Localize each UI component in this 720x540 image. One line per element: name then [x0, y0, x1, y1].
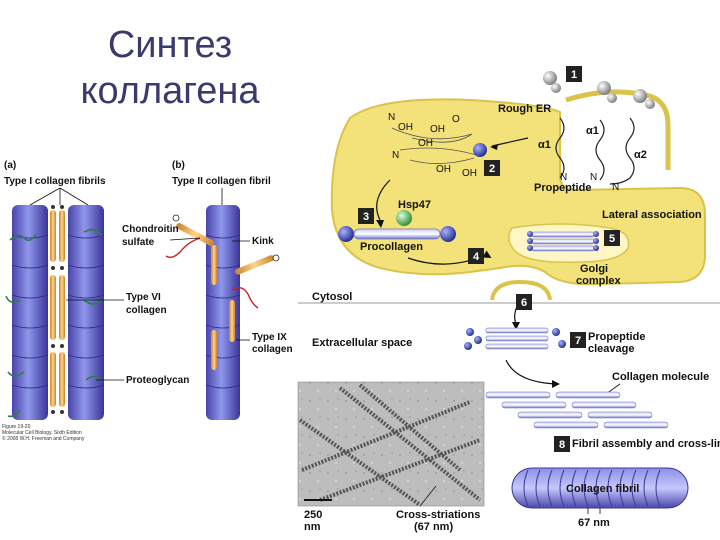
chem-oh-3: OH — [418, 138, 433, 149]
credit-line-3: © 2008 W.H. Freeman and Company — [2, 435, 85, 442]
panel-a-letter: (a) — [4, 160, 16, 171]
collagen-fibril — [511, 467, 689, 509]
credit-line-2: Molecular Cell Biology, Sixth Edition — [2, 430, 82, 436]
chem-o-1: O — [452, 114, 460, 125]
panel-b-heading: Type II collagen fibril — [172, 176, 271, 187]
cross-striations-label-2: (67 nm) — [414, 521, 453, 533]
chem-oh-2: OH — [430, 124, 445, 135]
svg-text:3: 3 — [363, 211, 369, 223]
procollagen-label: Procollagen — [360, 241, 423, 253]
alpha1-right-label: α1 — [586, 125, 599, 137]
panel-a: (a) Type I collagen fibrils — [2, 160, 189, 442]
chem-oh-1: OH — [398, 122, 413, 133]
step-marker-6: 6 — [516, 294, 532, 310]
propeptide-cleavage-label-2: cleavage — [588, 343, 634, 355]
step-marker-4: 4 — [468, 248, 484, 264]
chem-n-1: N — [388, 112, 395, 123]
n-terminus-1: N — [560, 172, 567, 183]
step-marker-3: 3 — [358, 208, 374, 224]
step-marker-2: 2 — [484, 160, 500, 176]
procollagen-chains — [555, 117, 635, 185]
golgi-label-1: Golgi — [580, 263, 608, 275]
alpha1-left-label: α1 — [538, 139, 551, 151]
propeptide-cleavage-label-1: Propeptide — [588, 331, 645, 343]
svg-text:8: 8 — [559, 439, 565, 451]
chondroitin-sulfate-strands — [165, 237, 259, 309]
cross-striations-label-1: Cross-striations — [396, 509, 480, 521]
type-vi-collagen-rods — [50, 205, 65, 414]
electron-micrograph: 250 nm Cross-striations (67 nm) — [297, 381, 485, 533]
svg-text:6: 6 — [521, 297, 527, 309]
scale-bar-label-1: 250 — [304, 509, 322, 521]
chem-oh-5: OH — [462, 168, 477, 179]
type-vi-label-1: Type VI — [126, 292, 161, 303]
svg-text:5: 5 — [609, 233, 615, 245]
cytosol-label: Cytosol — [312, 291, 352, 303]
extracellular-label: Extracellular space — [312, 337, 412, 349]
chem-oh-4: OH — [436, 164, 451, 175]
collagen-molecule-label: Collagen molecule — [612, 371, 709, 383]
proteoglycan-strands — [5, 228, 103, 418]
panel-a-heading: Type I collagen fibrils — [4, 176, 106, 187]
step-marker-7: 7 — [570, 332, 586, 348]
chondroitin-label-2: sulfate — [122, 237, 155, 248]
lateral-association-bundle — [527, 231, 599, 252]
synthesis-panel: N OH OH O OH N OH OH Rough ER α1 α1 α2 N… — [298, 66, 720, 529]
panel-b-letter: (b) — [172, 160, 185, 171]
type-ix-label-1: Type IX — [252, 332, 287, 343]
rough-er-compartment — [330, 98, 706, 286]
lateral-association-label: Lateral association — [602, 209, 702, 221]
fibril-assembly-label: Fibril assembly and cross-linking — [572, 438, 720, 450]
step-marker-8: 8 — [554, 436, 570, 452]
step-marker-1: 1 — [566, 66, 582, 82]
chem-labels: N OH OH O OH N OH OH — [388, 112, 477, 179]
svg-text:4: 4 — [473, 251, 480, 263]
propeptide-label: Propeptide — [534, 182, 591, 194]
svg-text:7: 7 — [575, 335, 581, 347]
scale-bar-label-2: nm — [304, 521, 321, 533]
ribosomes — [543, 71, 655, 109]
rough-er-label: Rough ER — [498, 103, 551, 115]
fibril-period-label: 67 nm — [578, 517, 610, 529]
golgi-label-2: complex — [576, 275, 622, 287]
type-ix-collagen-rods — [172, 214, 280, 370]
title-line-1: Синтез — [107, 24, 233, 66]
type-ix-label-2: collagen — [252, 344, 293, 355]
staggered-collagen-molecules — [485, 391, 669, 429]
hydroxylation-molecule — [391, 127, 481, 164]
hsp47-label: Hsp47 — [398, 199, 431, 211]
type-i-fibril-left — [11, 205, 49, 420]
type-i-fibril-right — [67, 205, 105, 420]
type-vi-label-2: collagen — [126, 305, 167, 316]
chondroitin-label-1: Chondroitin — [122, 224, 179, 235]
chem-n-2: N — [392, 150, 399, 161]
step-marker-5: 5 — [604, 230, 620, 246]
procollagen-triple-helix — [338, 210, 456, 242]
collagen-fibril-label: Collagen fibril — [566, 483, 639, 495]
slide-title: Синтез коллагена — [60, 22, 280, 114]
svg-text:1: 1 — [571, 69, 577, 81]
credit-line-1: Figure 19-20 — [2, 424, 31, 430]
svg-text:2: 2 — [489, 163, 495, 175]
title-line-2: коллагена — [80, 70, 260, 112]
alpha2-label: α2 — [634, 149, 647, 161]
propeptide-cleavage-illustration — [464, 327, 566, 350]
n-terminus-3: N — [612, 182, 619, 193]
n-terminus-2: N — [590, 172, 597, 183]
panel-b: (b) Type II collagen fibril Chondroitin … — [122, 160, 293, 420]
kink-label: Kink — [252, 236, 274, 247]
proteoglycan-label: Proteoglycan — [126, 375, 189, 386]
